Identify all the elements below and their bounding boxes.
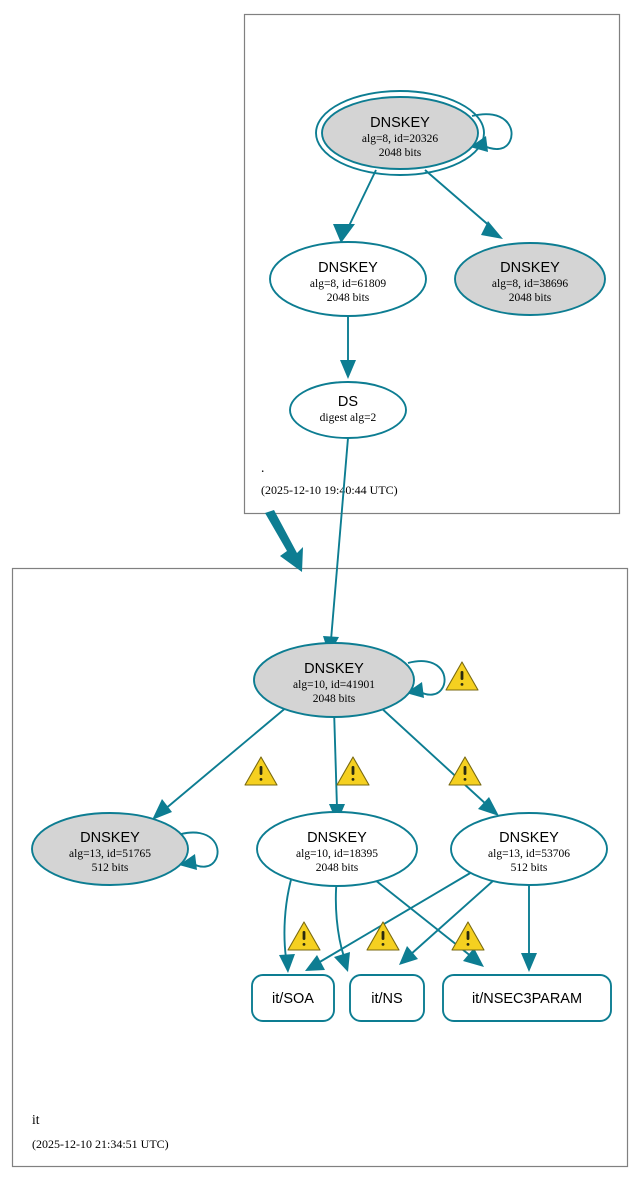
node-root-ksk-line3: 2048 bits [379,147,422,159]
warning-icon-ksk-to-53706[interactable] [448,756,482,786]
node-it-key-18395-title: DNSKEY [307,830,367,846]
edge-it-ksk-to-53706 [378,705,499,816]
node-root-ksk-title: DNSKEY [370,115,430,131]
node-it-key-18395-line2: alg=10, id=18395 [296,848,378,860]
warning-icon-18395-to-ns[interactable] [366,921,400,951]
node-root-zsk-61809-line2: alg=8, id=61809 [310,278,386,290]
node-root-zsk-61809-title: DNSKEY [318,260,378,276]
node-it-ksk-line3: 2048 bits [313,693,356,705]
zone-label-it-name: it [32,1112,40,1127]
edge-root-ksk-to-61809 [333,169,377,243]
node-root-key-38696-line3: 2048 bits [509,292,552,304]
node-it-ns-label: it/NS [371,991,402,1007]
node-it-soa[interactable]: it/SOA [251,974,335,1022]
edge-root-61809-to-ds [340,316,356,379]
node-it-key-51765-title: DNSKEY [80,830,140,846]
node-it-key-51765-line3: 512 bits [92,862,129,874]
node-it-key-53706-line3: 512 bits [511,862,548,874]
node-it-ksk[interactable]: DNSKEY alg=10, id=41901 2048 bits [253,642,415,718]
zone-label-root-time: (2025-12-10 19:40:44 UTC) [261,483,398,497]
edge-18395-to-nsec3param [364,871,484,967]
node-it-ksk-line2: alg=10, id=41901 [293,679,375,691]
node-it-key-18395-line3: 2048 bits [316,862,359,874]
edge-root-ksk-to-38696 [424,169,503,239]
edge-it-ksk-self [406,660,446,698]
edge-53706-to-nsec3param [521,877,537,972]
warning-icon-18395-to-soa[interactable] [287,921,321,951]
node-it-ksk-title: DNSKEY [304,661,364,677]
node-root-ds-line2: digest alg=2 [320,412,377,424]
node-root-ds[interactable]: DS digest alg=2 [289,381,407,439]
node-it-nsec3param-label: it/NSEC3PARAM [472,991,582,1007]
node-it-key-51765[interactable]: DNSKEY alg=13, id=51765 512 bits [31,812,189,886]
edge-it-ksk-to-51765 [152,705,289,820]
warning-icon-it-ksk-self[interactable] [445,661,479,691]
warning-icon-ksk-to-18395[interactable] [336,756,370,786]
node-it-ns[interactable]: it/NS [349,974,425,1022]
warning-icon-ksk-to-51765[interactable] [244,756,278,786]
node-root-ds-title: DS [338,394,358,410]
node-it-key-18395[interactable]: DNSKEY alg=10, id=18395 2048 bits [256,811,418,887]
node-root-zsk-61809[interactable]: DNSKEY alg=8, id=61809 2048 bits [269,241,427,317]
node-root-ksk[interactable]: DNSKEY alg=8, id=20326 2048 bits [315,90,485,176]
warning-icon-53706-to-nsec3param[interactable] [451,921,485,951]
node-root-key-38696[interactable]: DNSKEY alg=8, id=38696 2048 bits [454,242,606,316]
node-root-key-38696-title: DNSKEY [500,260,560,276]
node-root-zsk-61809-line3: 2048 bits [327,292,370,304]
node-root-key-38696-line2: alg=8, id=38696 [492,278,568,290]
node-it-key-53706-line2: alg=13, id=53706 [488,848,570,860]
node-it-key-53706[interactable]: DNSKEY alg=13, id=53706 512 bits [450,812,608,886]
node-it-soa-label: it/SOA [272,991,314,1007]
edge-53706-to-ns [399,871,504,965]
zone-label-it-time: (2025-12-10 21:34:51 UTC) [32,1137,169,1151]
node-it-key-53706-title: DNSKEY [499,830,559,846]
edge-53706-to-soa [305,871,473,971]
node-it-nsec3param[interactable]: it/NSEC3PARAM [442,974,612,1022]
edge-delegation-root-to-it [265,510,303,572]
edge-18395-to-soa [279,875,295,973]
zone-label-root-name: . [261,460,264,475]
edge-it-51765-self [179,831,219,870]
node-root-ksk-line2: alg=8, id=20326 [362,133,438,145]
node-it-key-51765-line2: alg=13, id=51765 [69,848,151,860]
